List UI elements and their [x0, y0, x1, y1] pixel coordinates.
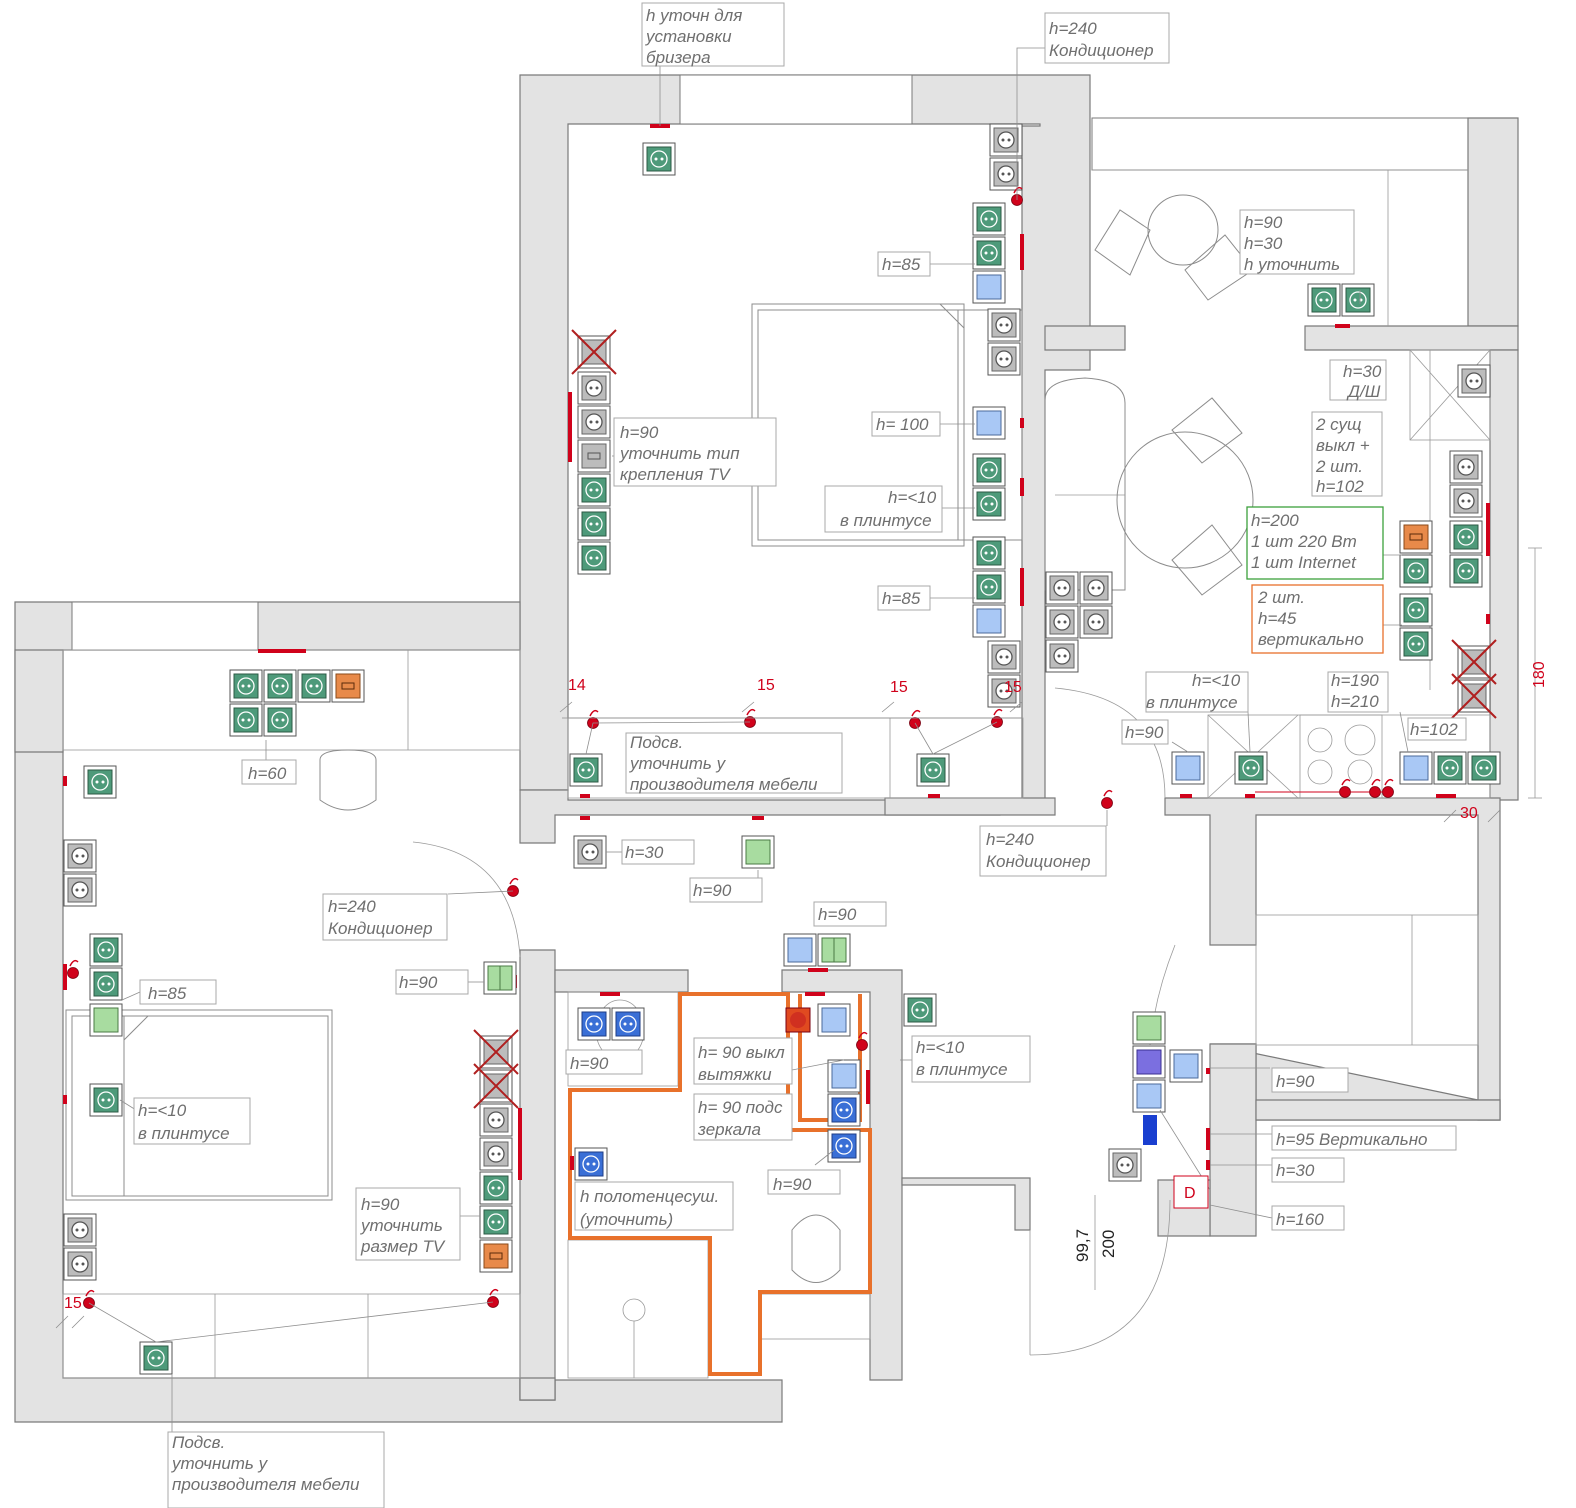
- label-h90-hall: h=90: [693, 881, 732, 900]
- leader-lines: [88, 47, 1409, 1436]
- dim-15-a: 15: [757, 677, 775, 694]
- label-h90-wc: h=90: [773, 1175, 812, 1194]
- dimensions: 14 15 15 15 15 30 180 99,7 200: [55, 661, 1548, 1329]
- label-h90-door: h=90: [399, 973, 438, 992]
- label-h60: h=60: [248, 764, 287, 783]
- label-towel: h полотенцесуш.(уточнить): [580, 1187, 719, 1229]
- label-h30-corr: h=30: [1276, 1161, 1315, 1180]
- label-h90-corr: h=90: [1276, 1072, 1315, 1091]
- label-h30-hall: h=30: [625, 843, 664, 862]
- distribution-board-label: D: [1184, 1185, 1196, 1202]
- dim-30: 30: [1460, 805, 1478, 822]
- furniture: [62, 169, 1542, 1379]
- dim-180: 180: [1531, 661, 1548, 688]
- label-h95: h=95 Вертикально: [1276, 1130, 1428, 1149]
- label-h85-left: h=85: [148, 984, 187, 1003]
- dim-99-7: 99,7: [1073, 1229, 1092, 1262]
- distribution-board: D: [1173, 1175, 1209, 1209]
- label-h90-bath: h=90: [570, 1054, 609, 1073]
- label-h102: h=102: [1410, 720, 1458, 739]
- dim-15-b: 15: [890, 679, 908, 696]
- label-h85-a: h=85: [882, 255, 921, 274]
- electrical-points: [63, 123, 1501, 1375]
- label-h160: h=160: [1276, 1210, 1324, 1229]
- label-h100: h= 100: [876, 415, 929, 434]
- label-h90-bath-top: h=90: [818, 905, 857, 924]
- label-h85-b: h=85: [882, 589, 921, 608]
- bath-zone-outline: [568, 992, 872, 1376]
- red-wall-marks: [63, 124, 1490, 1180]
- blue-vertical-mark: [1143, 1115, 1157, 1145]
- dim-14: 14: [568, 677, 586, 694]
- dim-200: 200: [1099, 1230, 1118, 1258]
- dim-15-c: 15: [1004, 679, 1022, 696]
- dim-15-d: 15: [64, 1295, 82, 1312]
- light-points: [66, 186, 1395, 1310]
- label-h90-kitchen: h=90: [1125, 723, 1164, 742]
